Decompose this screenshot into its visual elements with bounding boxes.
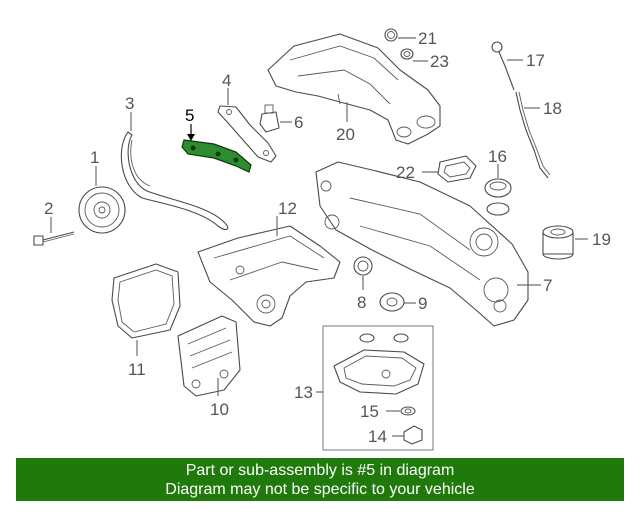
callout-15: 15 [360,402,379,421]
upper-oil-pan[interactable] [197,225,341,327]
callout-8: 8 [357,293,366,312]
oil-pump-rotor[interactable] [379,292,405,312]
manifold-gasket-small[interactable] [400,48,414,60]
callout-4: 4 [222,71,231,90]
oil-filler-cap[interactable] [484,178,512,216]
callout-21: 21 [418,29,437,48]
banner-line-1: Part or sub-assembly is #5 in diagram [185,462,455,479]
exploded-parts-diagram: 1 2 3 4 5 6 [33,28,611,451]
callout-2: 2 [44,199,53,218]
callout-17: 17 [526,51,545,70]
banner-line-2: Diagram may not be specific to your vehi… [165,481,475,498]
oil-filter[interactable] [542,225,574,260]
callout-12: 12 [278,199,297,218]
dipstick-guide-tube[interactable] [515,91,551,179]
filler-gasket[interactable] [437,155,477,183]
separator-gasket[interactable] [111,263,181,339]
callout-22: 22 [396,163,415,182]
callout-7: 7 [543,276,552,295]
chain-guide[interactable] [217,105,277,163]
callout-18: 18 [543,99,562,118]
callout-10: 10 [210,400,229,419]
callout-13: 13 [294,383,313,402]
callout-1: 1 [90,148,99,167]
callout-6: 6 [294,113,303,132]
oil-level-dipstick[interactable] [491,41,515,91]
tensioner-bracket[interactable] [259,104,280,133]
callout-20: 20 [336,125,355,144]
callout-14: 14 [368,427,387,446]
timing-chain-tensioner-lever[interactable] [181,139,252,173]
callout-3: 3 [125,94,134,113]
oil-separator-cover[interactable] [177,315,241,397]
crank-pulley[interactable] [78,186,126,234]
pulley-bolt[interactable] [33,231,75,246]
oil-pan-group-box [322,325,434,451]
oil-seal[interactable] [353,256,373,276]
callout-9: 9 [418,294,427,313]
drain-plug-washer[interactable] [400,406,416,416]
o-ring[interactable] [384,28,398,42]
callout-5: 5 [185,106,194,125]
callout-19: 19 [592,230,611,249]
lower-oil-pan[interactable] [333,333,425,395]
intake-manifold[interactable] [267,33,441,145]
drive-belt[interactable] [120,131,229,231]
callout-16: 16 [488,147,507,166]
timing-cover[interactable] [315,161,529,327]
fitment-note-banner: Part or sub-assembly is #5 in diagram Di… [16,458,624,501]
drain-plug[interactable] [403,425,423,445]
callout-11: 11 [128,360,146,379]
callout-23: 23 [430,52,449,71]
